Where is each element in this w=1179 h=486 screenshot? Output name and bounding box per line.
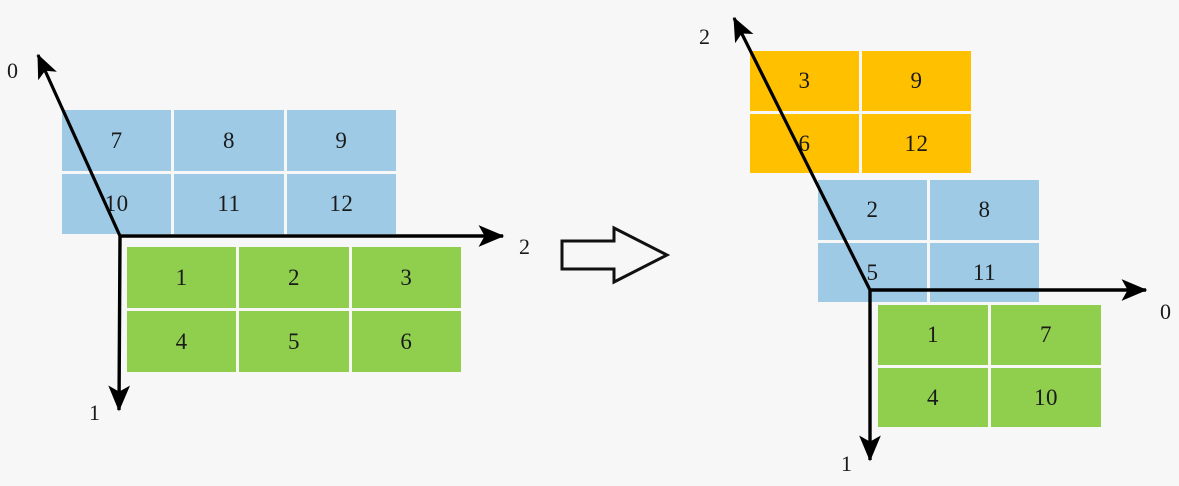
cell: 6 [750,113,859,173]
cell: 12 [286,173,396,234]
right-axis-2-label: 2 [699,24,710,49]
left-slice-green: 1 2 3 4 5 6 [127,247,461,372]
cell: 3 [351,247,461,308]
right-slice-blue: 2 8 5 11 [818,180,1039,302]
cell: 9 [286,110,396,171]
cell: 12 [862,113,971,173]
cell: 6 [351,311,461,372]
cell: 5 [239,311,349,372]
cell: 1 [127,247,237,308]
cell: 11 [174,173,284,234]
right-slice-orange: 3 9 6 12 [750,51,971,173]
cell: 10 [991,367,1101,427]
left-axis-1-label: 1 [89,400,100,425]
cell: 9 [862,51,971,111]
cell: 2 [818,180,927,240]
right-block-arrow-icon [560,225,670,285]
cell: 5 [818,242,927,302]
left-axis-0-label: 0 [7,58,18,83]
cell: 11 [930,242,1039,302]
cell: 1 [878,305,988,365]
right-slice-green: 1 7 4 10 [878,305,1101,427]
left-axis-1-line [108,235,131,412]
cell: 2 [239,247,349,308]
cell: 10 [62,173,172,234]
cell: 3 [750,51,859,111]
cell: 7 [62,110,172,171]
cell: 8 [174,110,284,171]
right-axis-1-label: 1 [841,451,852,476]
left-slice-blue: 7 8 9 10 11 12 [62,110,396,234]
right-axis-0-label: 0 [1160,299,1171,324]
left-axis-2-label: 2 [519,234,530,259]
cell: 4 [878,367,988,427]
cell: 7 [991,305,1101,365]
cell: 4 [127,311,237,372]
cell: 8 [930,180,1039,240]
